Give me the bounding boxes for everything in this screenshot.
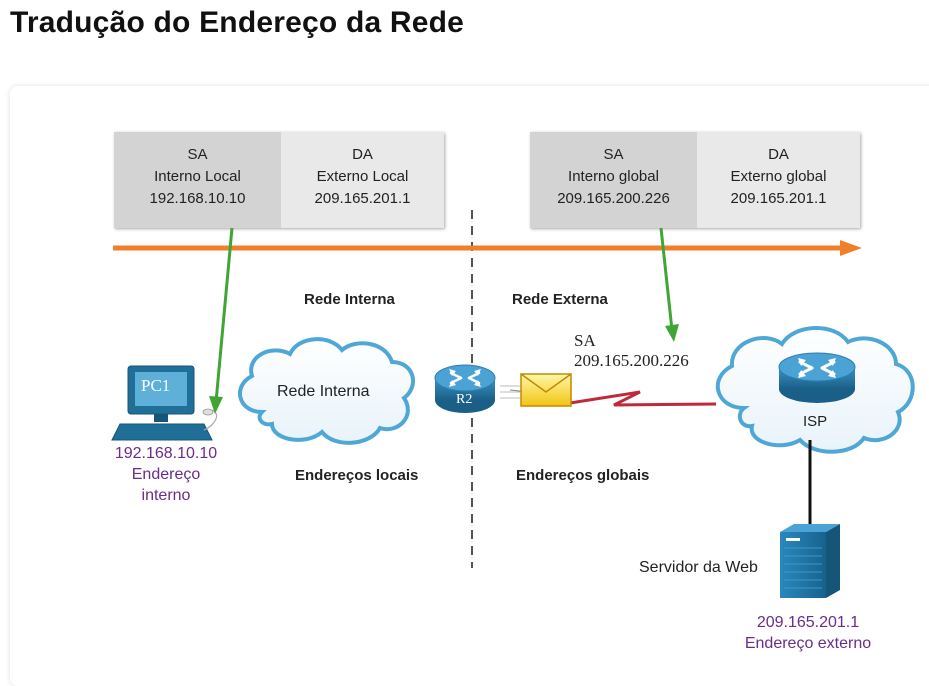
network-diagram (111, 210, 915, 598)
outside-network-zone-label: Rede Externa (512, 291, 608, 308)
pc-desc-line1: Endereço (131, 466, 201, 483)
header-inside-da-title: DA (352, 146, 373, 163)
packet-header-outside: SA Interno global 209.165.200.226 DA Ext… (530, 132, 860, 228)
header-outside-da-ip: 209.165.201.1 (730, 190, 827, 207)
server-address-block: 209.165.201.1 Endereço externo (728, 612, 888, 654)
header-outside-sa-type: Interno global (568, 168, 659, 185)
header-outside-da-title: DA (768, 146, 789, 163)
packet-header-inside: SA Interno Local 192.168.10.10 DA Extern… (114, 132, 444, 228)
header-outside-da-type: Externo global (730, 168, 827, 185)
server-desc: Endereço externo (744, 635, 872, 652)
packet-sa-ip: 209.165.200.226 (574, 351, 689, 370)
page-title: Tradução do Endereço da Rede (10, 6, 465, 39)
inside-global-pointer (659, 227, 679, 342)
packet-sa-label: SA (574, 331, 596, 350)
server-ip: 209.165.201.1 (756, 614, 860, 631)
header-outside-da: DA Externo global 209.165.201.1 (697, 132, 860, 228)
router-name-label: R2 (456, 392, 473, 407)
header-outside-sa: SA Interno global 209.165.200.226 (530, 132, 697, 228)
isp-label: ISP (803, 413, 828, 430)
global-addresses-label: Endereços globais (516, 467, 650, 484)
header-outside-sa-ip: 209.165.200.226 (557, 190, 670, 207)
pc-ip: 192.168.10.10 (114, 445, 218, 462)
header-inside-sa: SA Interno Local 192.168.10.10 (114, 132, 281, 228)
header-inside-sa-title: SA (187, 146, 208, 163)
local-addresses-label: Endereços locais (295, 467, 419, 484)
inside-local-pointer (209, 227, 234, 414)
header-inside-da-type: Externo Local (316, 168, 409, 185)
header-inside-sa-type: Interno Local (154, 168, 241, 185)
pc-icon (111, 365, 218, 441)
pc-address-block: 192.168.10.10 Endereço interno (96, 443, 236, 506)
cloud-icon (238, 337, 415, 445)
packet-source-address: SA 209.165.200.226 (574, 331, 689, 371)
pc-desc-line2: interno (141, 487, 191, 504)
header-inside-da: DA Externo Local 209.165.201.1 (281, 132, 444, 228)
header-inside-sa-ip: 192.168.10.10 (149, 190, 246, 207)
cloud-inside-label: Rede Interna (277, 383, 370, 400)
envelope-icon (500, 373, 572, 407)
server-icon (780, 524, 840, 598)
inside-network-zone-label: Rede Interna (304, 291, 395, 308)
pc-name-label: PC1 (141, 376, 171, 395)
header-inside-da-ip: 209.165.201.1 (314, 190, 411, 207)
direction-arrow (113, 240, 862, 256)
isp-router-icon (778, 352, 856, 403)
server-label: Servidor da Web (639, 559, 758, 576)
header-outside-sa-title: SA (603, 146, 624, 163)
router-icon (434, 364, 496, 413)
